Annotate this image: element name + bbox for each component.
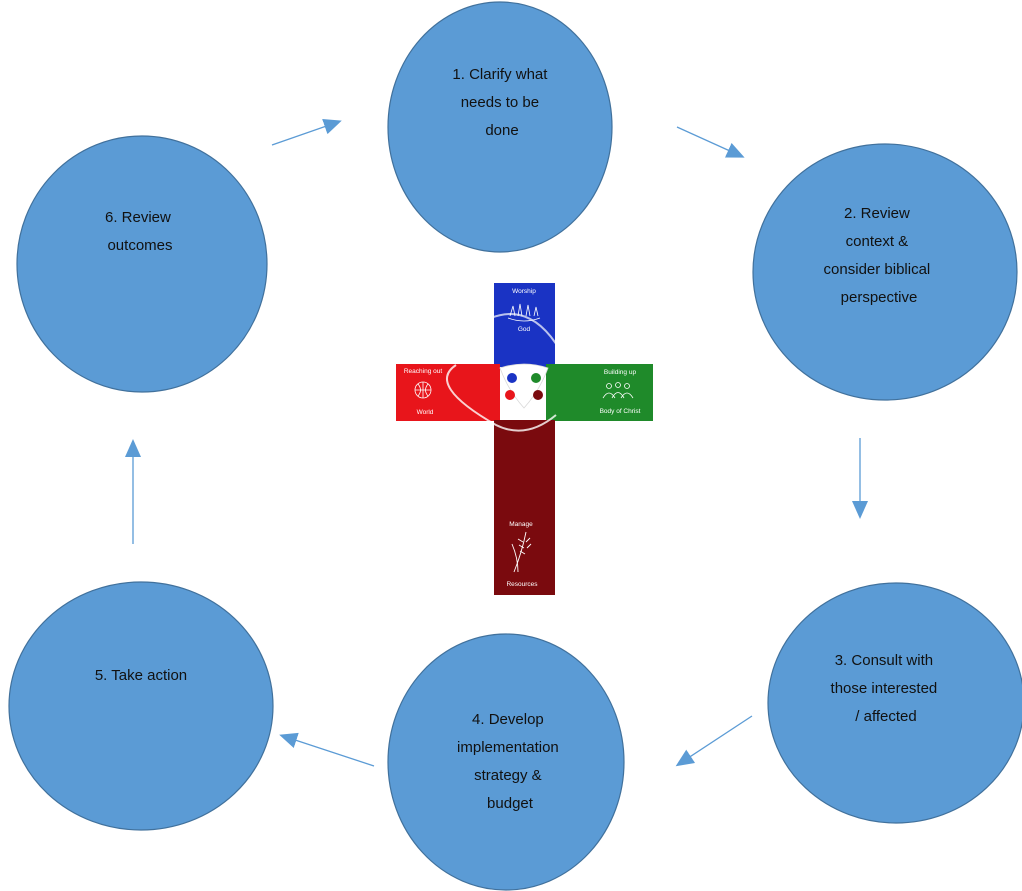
cross-worship-bottom: God — [518, 326, 531, 333]
people-icon — [602, 382, 634, 399]
step-5-node: 5. Take action — [8, 581, 274, 831]
arrows — [125, 119, 868, 767]
step-1-label: 1. Clarify what needs to be done — [452, 66, 551, 139]
puzzle-heart-icon — [446, 313, 561, 432]
cross-building-panel — [546, 364, 653, 421]
step-6-node: 6. Review outcomes — [16, 135, 268, 393]
step-1-node: 1. Clarify what needs to be done — [387, 1, 613, 253]
step-6-circle — [16, 135, 268, 393]
cross-manage-panel — [494, 420, 555, 595]
arrow-1-to-2 — [676, 126, 745, 158]
cross-manage-bottom: Resources — [506, 581, 538, 588]
step-5-circle — [8, 581, 274, 831]
globe-icon — [414, 381, 432, 399]
step-6-label: 6. Review outcomes — [105, 209, 175, 254]
cross-reaching-bottom: World — [417, 409, 434, 416]
cross-building-bottom: Body of Christ — [600, 408, 641, 415]
cross-reaching-top: Reaching out — [404, 368, 442, 375]
hands-icon — [507, 303, 541, 322]
step-5-label: 5. Take action — [95, 667, 187, 684]
cross-logo: Worship God Reaching out World Building … — [396, 283, 653, 595]
arrow-4-to-5 — [279, 732, 375, 767]
step-1-circle — [387, 1, 613, 253]
arrow-3-to-4 — [675, 715, 753, 767]
step-3-node: 3. Consult with those interested / affec… — [767, 582, 1022, 824]
cross-worship-top: Worship — [512, 288, 536, 295]
step-4-node: 4. Develop implementation strategy & bud… — [387, 633, 625, 891]
arrow-6-to-1 — [271, 119, 342, 146]
step-2-circle — [752, 143, 1018, 401]
wheat-icon — [511, 531, 532, 573]
step-4-circle — [387, 633, 625, 891]
step-2-label: 2. Review context & consider biblical pe… — [824, 205, 935, 306]
step-3-label: 3. Consult with those interested / affec… — [831, 652, 942, 725]
cross-manage-top: Manage — [509, 521, 533, 528]
step-3-circle — [767, 582, 1022, 824]
step-2-node: 2. Review context & consider biblical pe… — [752, 143, 1018, 401]
cross-building-top: Building up — [604, 369, 637, 376]
step-4-label: 4. Develop implementation strategy & bud… — [457, 711, 563, 812]
cross-worship-panel — [494, 283, 555, 367]
